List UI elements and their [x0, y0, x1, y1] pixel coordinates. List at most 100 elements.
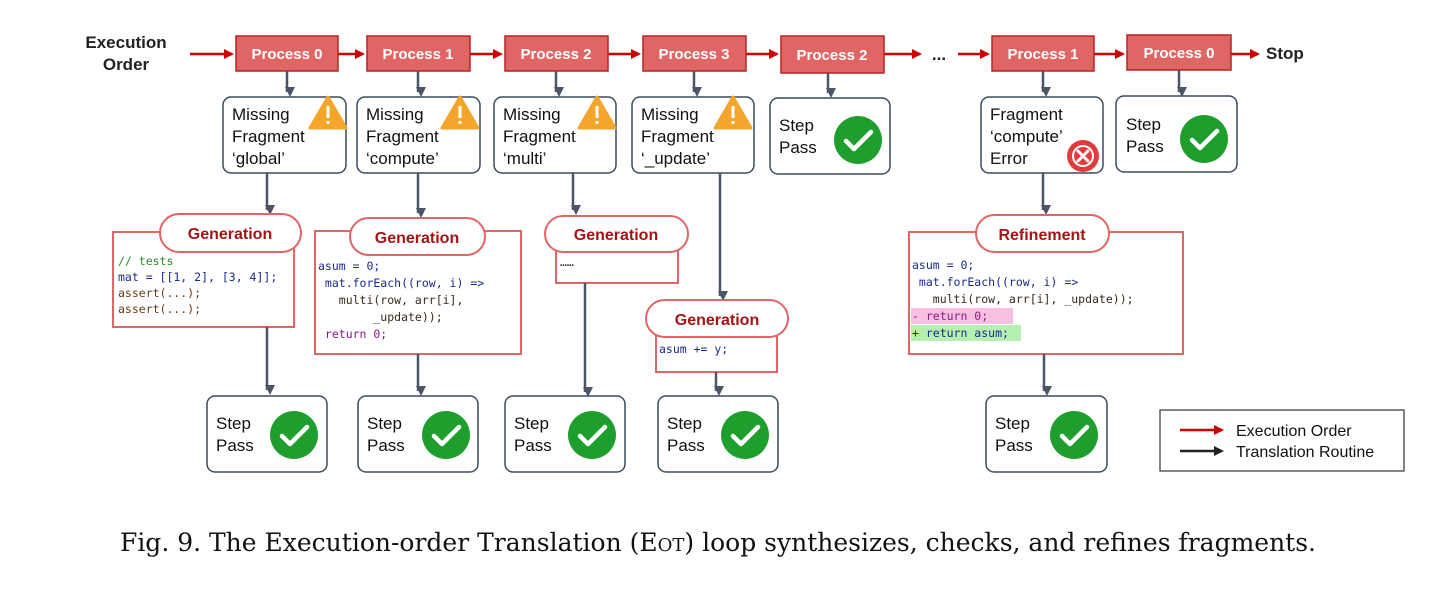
status-box: Missing Fragment ‘multi’ — [493, 95, 617, 174]
routine-arrows-mid — [265, 173, 1051, 301]
generation-label: Generation — [574, 227, 658, 244]
diff-remove-highlight — [911, 308, 1013, 324]
process-label: Process 2 — [521, 46, 592, 63]
warning-icon — [308, 95, 348, 130]
generation-block: Generation asum += y; — [645, 299, 789, 373]
check-icon — [568, 411, 616, 459]
execution-order-label-line1: Execution — [85, 33, 166, 52]
routine-arrows-bottom — [265, 283, 1052, 397]
code-line: mat = [[1, 2], [3, 4]]; — [118, 270, 277, 284]
generation-block: Generation // tests mat = [[1, 2], [3, 4… — [112, 213, 302, 328]
status-line: Fragment — [503, 127, 576, 146]
process-box: Process 2 — [504, 35, 609, 72]
refinement-label: Refinement — [998, 227, 1086, 244]
status-line: ‘multi’ — [503, 149, 546, 168]
code-line: …… — [560, 255, 574, 269]
status-line: Pass — [1126, 137, 1164, 156]
code-line: asum += y; — [659, 342, 728, 356]
figure-caption: Fig. 9. The Execution-order Translation … — [0, 528, 1436, 557]
status-box: Step Pass — [769, 97, 891, 175]
status-row: Missing Fragment ‘global’ Missing Fragme… — [222, 95, 1238, 175]
status-line: Fragment — [232, 127, 305, 146]
status-line: Step — [1126, 115, 1161, 134]
status-line: Missing — [232, 105, 290, 124]
process-box: Process 1 — [991, 35, 1095, 72]
ellipsis: ... — [932, 45, 946, 64]
step-pass-box: Step Pass — [206, 395, 328, 473]
bottom-pass-row: Step Pass Step Pass Step Pass — [206, 395, 1108, 473]
process-label: Process 0 — [1144, 45, 1215, 62]
code-line: asum = 0; — [912, 258, 974, 272]
generation-label: Generation — [188, 226, 272, 243]
status-line: ‘_update’ — [641, 149, 710, 168]
legend: Execution Order Translation Routine — [1159, 409, 1405, 472]
status-box: Step Pass — [1115, 95, 1238, 173]
code-line: mat.forEach((row, i) => — [318, 276, 484, 290]
routine-arrows-top — [285, 70, 1187, 98]
code-line: assert(...); — [118, 286, 201, 300]
status-line: ‘compute’ — [366, 149, 439, 168]
code-line: return 0; — [318, 327, 387, 341]
code-line-removed: - return 0; — [912, 309, 988, 323]
check-icon — [1050, 411, 1098, 459]
status-line: Missing — [503, 105, 561, 124]
status-line: Missing — [641, 105, 699, 124]
eot-loop-diagram: Execution Order ... Stop Process 0 Proce… — [85, 33, 1405, 473]
status-line: Step — [995, 414, 1030, 433]
legend-translation-routine: Translation Routine — [1236, 444, 1374, 461]
status-line: Pass — [514, 436, 552, 455]
check-icon — [834, 116, 882, 164]
code-line: multi(row, arr[i], — [318, 293, 463, 307]
code-line: _update)); — [318, 310, 443, 324]
status-box: Missing Fragment ‘compute’ — [356, 95, 481, 174]
generation-label: Generation — [675, 312, 759, 329]
status-line: Pass — [779, 138, 817, 157]
warning-icon — [713, 95, 753, 130]
code-line: mat.forEach((row, i) => — [912, 275, 1078, 289]
process-box: Process 1 — [366, 35, 471, 72]
caption-suffix: ) loop synthesizes, checks, and refines … — [684, 528, 1317, 557]
status-line: Pass — [995, 436, 1033, 455]
status-line: Missing — [366, 105, 424, 124]
status-line: Step — [216, 414, 251, 433]
status-line: Step — [514, 414, 549, 433]
refinement-block: Refinement asum = 0; mat.forEach((row, i… — [908, 214, 1184, 355]
status-line: Fragment — [990, 105, 1063, 124]
status-line: Pass — [667, 436, 705, 455]
code-line: multi(row, arr[i], _update)); — [912, 292, 1134, 306]
generation-block: Generation asum = 0; mat.forEach((row, i… — [314, 217, 522, 355]
code-line: asum = 0; — [318, 259, 380, 273]
process-box: Process 2 — [780, 35, 885, 74]
caption-prefix: Fig. 9. The Execution-order Translation … — [119, 528, 640, 557]
status-line: Pass — [367, 436, 405, 455]
check-icon — [1180, 115, 1228, 163]
check-icon — [721, 411, 769, 459]
process-label: Process 0 — [252, 46, 323, 63]
process-label: Process 2 — [797, 47, 868, 64]
status-line: Step — [367, 414, 402, 433]
status-box: Missing Fragment ‘global’ — [222, 95, 348, 174]
legend-execution-order: Execution Order — [1236, 423, 1352, 440]
status-line: Error — [990, 149, 1028, 168]
step-pass-box: Step Pass — [357, 395, 479, 473]
generation-block: Generation …… — [544, 215, 689, 284]
step-pass-box: Step Pass — [504, 395, 626, 473]
process-label: Process 3 — [659, 46, 730, 63]
execution-order-label-line2: Order — [103, 55, 150, 74]
code-line: // tests — [118, 254, 173, 268]
warning-icon — [440, 95, 480, 130]
check-icon — [422, 411, 470, 459]
status-box: Missing Fragment ‘_update’ — [631, 95, 755, 174]
status-line: Step — [667, 414, 702, 433]
diff-add-highlight — [911, 325, 1021, 341]
process-label: Process 1 — [1008, 46, 1079, 63]
warning-icon — [577, 95, 617, 130]
status-line: Fragment — [366, 127, 439, 146]
code-line-added: + return asum; — [912, 326, 1009, 340]
process-label: Process 1 — [383, 46, 454, 63]
code-line: assert(...); — [118, 302, 201, 316]
error-icon — [1067, 140, 1099, 172]
status-line: Fragment — [641, 127, 714, 146]
process-row: Process 0 Process 1 Process 2 Process 3 … — [235, 34, 1232, 74]
process-box: Process 3 — [642, 35, 747, 72]
